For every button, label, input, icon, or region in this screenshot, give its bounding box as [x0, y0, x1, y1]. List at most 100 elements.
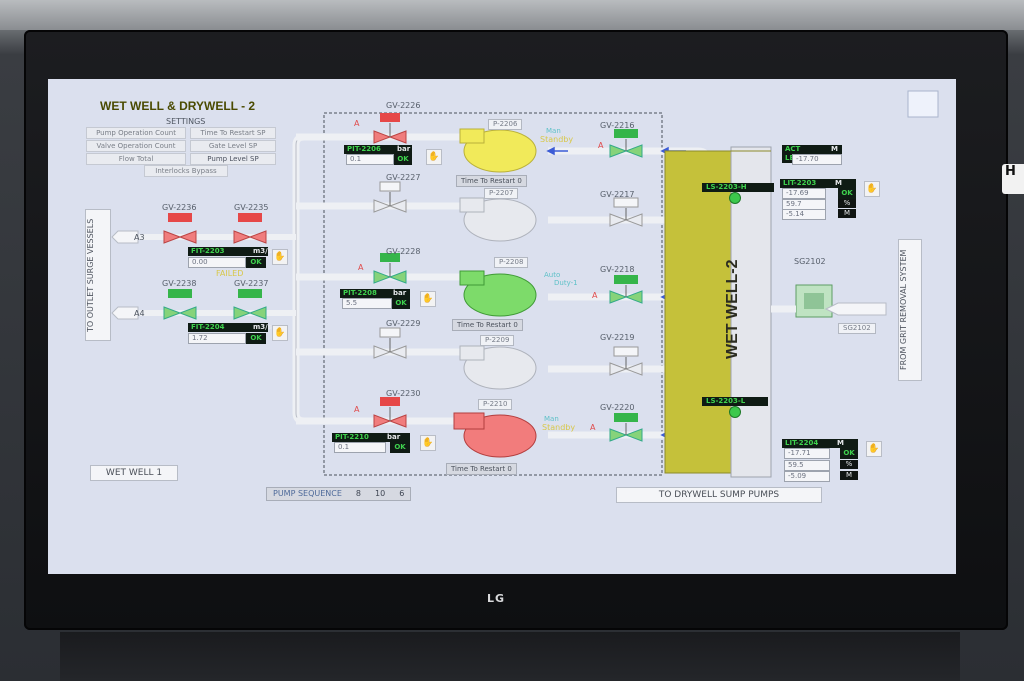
- side-badge: H: [1002, 164, 1024, 194]
- valve-operation-count-button[interactable]: Valve Operation Count: [86, 140, 186, 152]
- pump-p2208-tag[interactable]: P-2208: [494, 257, 529, 268]
- valves: [163, 123, 643, 442]
- pit2210-status: OK: [390, 442, 410, 453]
- a4-label: A4: [134, 309, 145, 318]
- sequence-2: 10: [375, 489, 386, 498]
- pit2208-hand-icon[interactable]: ✋: [420, 291, 436, 307]
- lit2204-tag: LIT-2204: [782, 439, 834, 448]
- valve-gv2238-label: GV-2238: [162, 279, 197, 288]
- fit2204-hand-icon[interactable]: ✋: [272, 325, 288, 341]
- lit2203-status: OK: [838, 188, 856, 199]
- valve-gv2216-label: GV-2216: [600, 121, 635, 130]
- interlocks-bypass-button[interactable]: Interlocks Bypass: [144, 165, 228, 177]
- pump-level-sp-button[interactable]: Pump Level SP: [190, 153, 276, 165]
- pump-p2206-tag[interactable]: P-2206: [488, 119, 523, 130]
- a3-label: A3: [134, 233, 145, 242]
- pit2210-unit: bar: [384, 433, 410, 442]
- pump-p2207-tag[interactable]: P-2207: [484, 188, 519, 199]
- fit2203-status: OK: [246, 257, 266, 268]
- pump3-restart-value: 0: [513, 321, 518, 329]
- ceiling-panel: [0, 0, 1024, 30]
- pit2206-status: OK: [394, 154, 412, 165]
- pump1-discharge-alarm-a: A: [598, 141, 604, 150]
- valve-gv2218-label: GV-2218: [600, 265, 635, 274]
- valve-gv2237-label: GV-2237: [234, 279, 269, 288]
- pump3-mode: Auto: [544, 271, 561, 279]
- gate-level-sp-button[interactable]: Gate Level SP: [190, 140, 276, 152]
- pump5-restart: Time To Restart 0: [446, 463, 517, 475]
- fit2203-note: FAILED: [216, 269, 244, 278]
- pit2206-hand-icon[interactable]: ✋: [426, 149, 442, 165]
- fit2204-value: 1.72: [188, 333, 246, 344]
- pit2206-tag: PIT-2206: [344, 145, 394, 154]
- lit2203-extra: -5.14: [782, 209, 826, 220]
- pit2210-hand-icon[interactable]: ✋: [420, 435, 436, 451]
- act-level-unit: M: [828, 145, 842, 154]
- lit2204-hand-icon[interactable]: ✋: [866, 441, 882, 457]
- valve-actuators: [168, 113, 639, 422]
- lit2204-extra: -5.09: [784, 471, 830, 482]
- pump1-state: Standby: [540, 135, 574, 144]
- sequence-3: 6: [399, 489, 405, 498]
- gate-sg2102-label: SG2102: [794, 257, 826, 266]
- flow-total-button[interactable]: Flow Total: [86, 153, 186, 165]
- lit2204-status: OK: [840, 448, 858, 459]
- lit2203-extra-unit: M: [838, 209, 856, 218]
- pump1-restart-value: 0: [517, 177, 522, 185]
- valve-gv2219-label: GV-2219: [600, 333, 635, 342]
- time-to-restart-sp-button[interactable]: Time To Restart SP: [190, 127, 276, 139]
- valve-gv2227-label: GV-2227: [386, 173, 421, 182]
- pump5-mode: Man: [544, 415, 559, 423]
- fit2203-hand-icon[interactable]: ✋: [272, 249, 288, 265]
- scada-screen: WET WELL & DRYWELL - 2 SETTINGS Pump Ope…: [48, 79, 956, 574]
- pit2210-value: 0.1: [334, 442, 386, 453]
- pump1-restart-label: Time To Restart: [461, 177, 516, 185]
- pump3-restart: Time To Restart 0: [452, 319, 523, 331]
- lit2203-unit: M: [832, 179, 856, 188]
- pump5-discharge-alarm-a: A: [590, 423, 596, 432]
- ls2203l-lamp: [729, 406, 741, 418]
- sequence-1: 8: [355, 489, 362, 498]
- lit2204-pct: 59.5: [784, 460, 830, 471]
- pit2208-tag: PIT-2208: [340, 289, 390, 298]
- valve-gv2229-label: GV-2229: [386, 319, 421, 328]
- pit2208-status: OK: [392, 298, 410, 309]
- lit2203-hand-icon[interactable]: ✋: [864, 181, 880, 197]
- valve-gv2217-label: GV-2217: [600, 190, 635, 199]
- valve-gv2230-label: GV-2230: [386, 389, 421, 398]
- gate-sg2102-tag[interactable]: SG2102: [838, 323, 876, 334]
- pit2206-unit: bar: [394, 145, 412, 154]
- wet-well-2-label: WET WELL-2: [724, 259, 741, 359]
- fit2203-unit: m3/s: [250, 247, 272, 256]
- wet-well-1-button[interactable]: WET WELL 1: [90, 465, 178, 481]
- page-title: WET WELL & DRYWELL - 2: [100, 99, 256, 113]
- pump1-restart: Time To Restart 0: [456, 175, 527, 187]
- outlet-arrow-a3: [111, 230, 139, 244]
- pump-p2210-tag[interactable]: P-2210: [478, 399, 513, 410]
- lit2204-extra-unit: M: [840, 471, 858, 480]
- fit2204-status: OK: [246, 333, 266, 344]
- pump-p2209-tag[interactable]: P-2209: [480, 335, 515, 346]
- grit-inlet-arrow: [824, 302, 887, 316]
- lit2204-unit: M: [834, 439, 858, 448]
- grit-gate-core: [804, 293, 824, 309]
- pump5-restart-label: Time To Restart: [451, 465, 506, 473]
- pump5-state: Standby: [542, 423, 576, 432]
- drywell-sump-pumps-button[interactable]: TO DRYWELL SUMP PUMPS: [616, 487, 822, 503]
- pit2208-value: 5.5: [342, 298, 392, 309]
- pump-operation-count-button[interactable]: Pump Operation Count: [86, 127, 186, 139]
- lit2204-value: -17.71: [784, 448, 830, 459]
- lit2203-pct-unit: %: [838, 199, 856, 208]
- lit2203-value: -17.69: [782, 188, 826, 199]
- fit2203-tag: FIT-2203: [188, 247, 250, 256]
- lit2204-pct-unit: %: [840, 460, 858, 469]
- fit2203-value: 0.00: [188, 257, 246, 268]
- monitor-stand: [60, 632, 960, 681]
- pump3-alarm-a: A: [358, 263, 364, 272]
- process-diagram: [111, 90, 939, 478]
- fit2204-tag: FIT-2204: [188, 323, 250, 332]
- valve-gv2220-label: GV-2220: [600, 403, 635, 412]
- valve-gv2236-label: GV-2236: [162, 203, 197, 212]
- window-widget[interactable]: [907, 90, 939, 118]
